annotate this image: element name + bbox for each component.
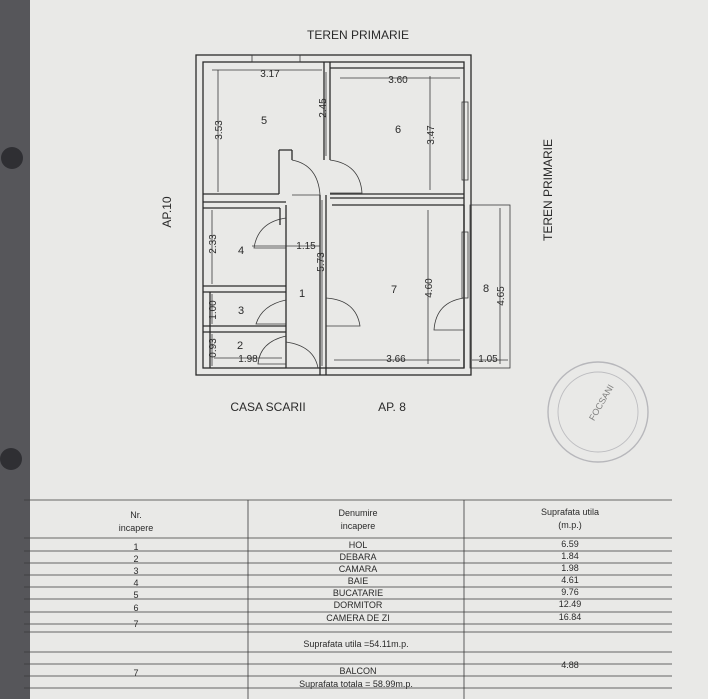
header-name-line1: Denumire	[338, 508, 377, 518]
dim-0-93: 0.93	[208, 338, 219, 358]
row-3-area: 1.98	[561, 563, 579, 573]
dim-2-45: 2.45	[318, 98, 329, 118]
dim-3-53: 3.53	[214, 120, 225, 140]
row-2-area: 1.84	[561, 551, 579, 561]
shadow-edge	[0, 0, 30, 699]
row-4-name: BAIE	[348, 576, 369, 586]
row-7-area: 16.84	[559, 612, 582, 622]
dimension-lines	[211, 69, 508, 366]
paper	[22, 0, 708, 699]
row-5-name: BUCATARIE	[333, 588, 383, 598]
label-top-teren-primarie: TEREN PRIMARIE	[307, 28, 409, 42]
row-1-nr: 1	[133, 542, 138, 552]
label-right-teren-primarie: TEREN PRIMARIE	[541, 139, 555, 241]
dim-3-17: 3.17	[260, 69, 280, 80]
room-number-5: 5	[261, 115, 267, 127]
row-6-name: DORMITOR	[334, 600, 383, 610]
dim-1-00: 1.00	[208, 300, 219, 320]
row-7-name: CAMERA DE ZI	[326, 613, 390, 623]
row-5-area: 9.76	[561, 587, 579, 597]
room-number-3: 3	[238, 305, 244, 317]
row-3-nr: 3	[133, 566, 138, 576]
dim-1-98: 1.98	[238, 354, 258, 365]
rooms-table: Nr. incapere Denumire incapere Suprafata…	[24, 499, 672, 699]
dim-2-33: 2.33	[208, 234, 219, 254]
dim-1-05: 1.05	[478, 354, 498, 365]
row-7-nr: 7	[133, 619, 138, 629]
dim-3-66: 3.66	[386, 354, 406, 365]
dim-4-65: 4.65	[496, 286, 507, 306]
header-name-line2: incapere	[341, 521, 376, 531]
row-3-name: CAMARA	[339, 564, 378, 574]
row-1-name: HOL	[349, 540, 368, 550]
room-number-1: 1	[299, 288, 305, 300]
dim-5-73: 5.73	[316, 252, 327, 272]
walls	[195, 54, 511, 376]
row-4-area: 4.61	[561, 575, 579, 585]
row-5-nr: 5	[133, 590, 138, 600]
binder-hole-top	[1, 147, 23, 169]
balcony-nr: 7	[133, 668, 138, 678]
header-area-line2: (m.p.)	[558, 520, 582, 530]
dim-1-15: 1.15	[296, 241, 316, 252]
room-number-8: 8	[483, 283, 489, 295]
dim-4-60: 4.60	[424, 278, 435, 298]
header-area-line1: Suprafata utila	[541, 507, 599, 517]
row-6-nr: 6	[133, 603, 138, 613]
row-2-name: DEBARA	[339, 552, 376, 562]
label-ap8: AP. 8	[378, 400, 406, 414]
dim-3-60: 3.60	[388, 75, 408, 86]
dim-3-47: 3.47	[426, 125, 437, 145]
door-swings	[253, 159, 465, 369]
label-casa-scarii: CASA SCARII	[230, 400, 305, 414]
row-1-area: 6.59	[561, 539, 579, 549]
row-6-area: 12.49	[559, 599, 582, 609]
label-ap10: AP.10	[160, 196, 174, 227]
room-number-6: 6	[395, 124, 401, 136]
room-number-7: 7	[391, 284, 397, 296]
total-area: Suprafata totala = 58.99m.p.	[299, 679, 413, 689]
header-nr-line1: Nr.	[130, 510, 142, 520]
binder-hole-bottom	[0, 448, 22, 470]
room-number-4: 4	[238, 245, 244, 257]
row-2-nr: 2	[133, 554, 138, 564]
header-nr-line2: incapere	[119, 523, 154, 533]
balcony-name: BALCON	[339, 666, 376, 676]
balcony-area: 4.88	[561, 660, 579, 670]
room-number-2: 2	[237, 340, 243, 352]
row-4-nr: 4	[133, 578, 138, 588]
subtotal-usable-area: Suprafata utila =54.11m.p.	[303, 639, 408, 649]
